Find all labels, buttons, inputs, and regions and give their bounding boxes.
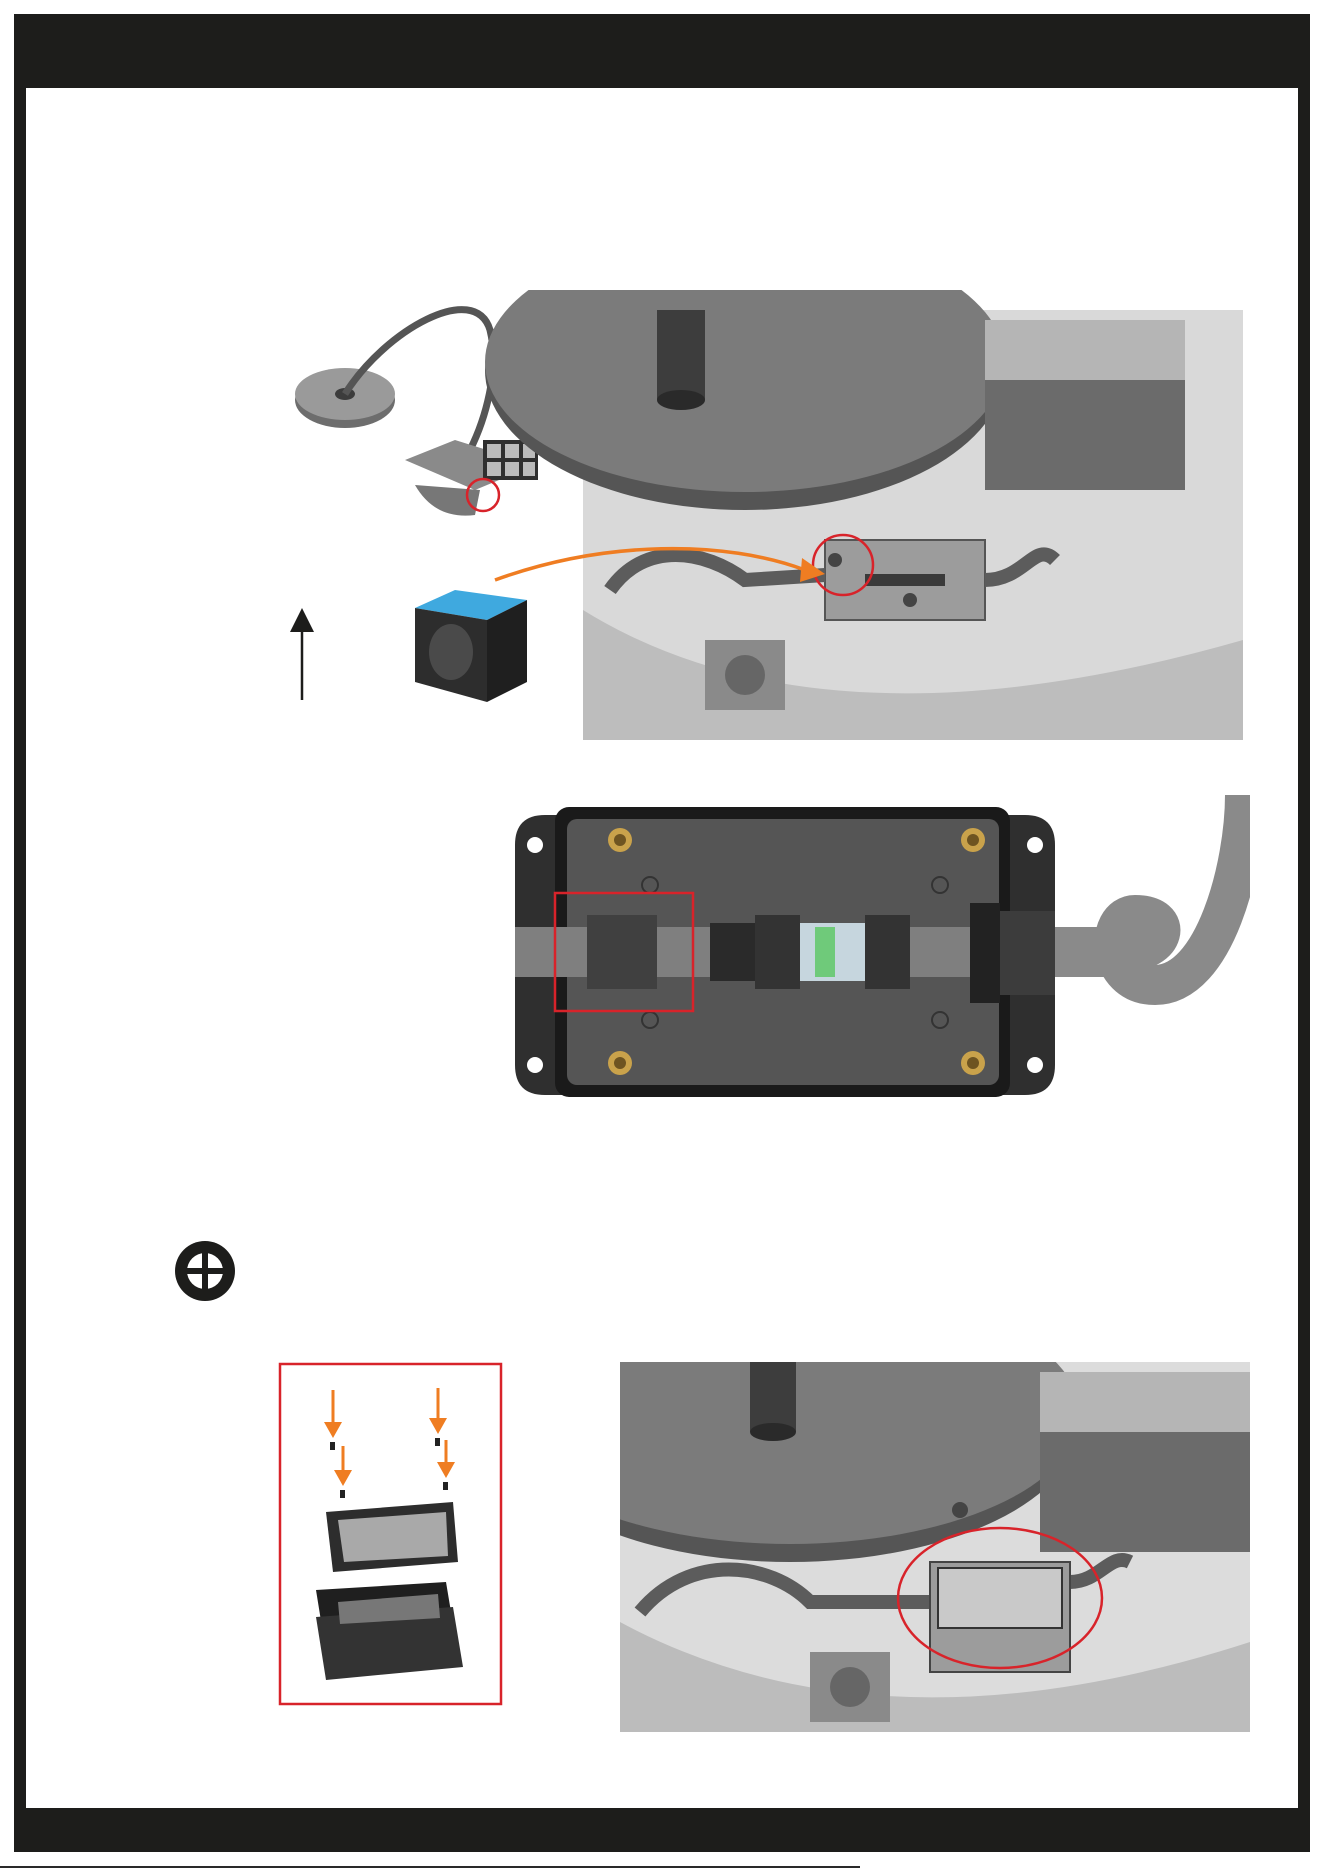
figure-grommet-overview bbox=[265, 290, 1250, 750]
grommet-in-box bbox=[587, 915, 657, 989]
cable-gland-nut bbox=[970, 903, 1000, 1003]
figure-lid-assembly bbox=[278, 1362, 503, 1706]
figure-junction-box-top bbox=[515, 795, 1250, 1100]
figure-closed-box-overview bbox=[620, 1362, 1250, 1732]
cable-bracket bbox=[405, 440, 538, 516]
overview-panel bbox=[485, 290, 1243, 740]
sensor-disc bbox=[295, 368, 395, 428]
phillips-screwdriver-icon bbox=[173, 1239, 237, 1303]
grommet-block bbox=[415, 590, 527, 702]
header-bar bbox=[14, 14, 1310, 88]
cable-loop bbox=[1115, 795, 1245, 985]
scan-artifact-line bbox=[0, 1866, 860, 1868]
footer-bar bbox=[14, 1808, 1310, 1852]
arrow-up-icon bbox=[290, 608, 314, 700]
